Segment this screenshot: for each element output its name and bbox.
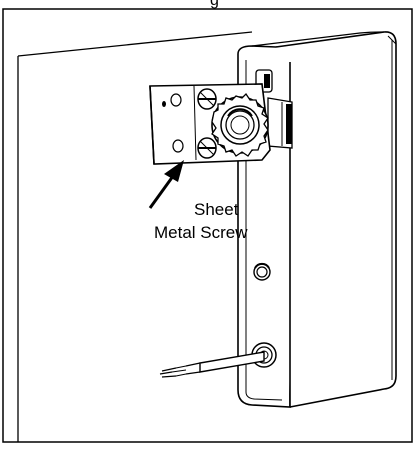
side-hub: [267, 97, 293, 149]
cable-wire: [159, 351, 265, 378]
callout-arrow: [148, 160, 184, 209]
callout-line-1: Sheet: [194, 200, 239, 219]
wall-panel: [17, 31, 253, 442]
callout-label: Sheet Metal Screw: [154, 198, 324, 244]
enclosure-knockout: [253, 262, 271, 281]
top-text-fragment: g: [210, 0, 219, 9]
bracket-screw-bottom: [197, 137, 217, 159]
conduit-connector: [211, 92, 269, 157]
outer-frame: [2, 8, 413, 443]
callout-line-2: Metal Screw: [154, 223, 248, 242]
bracket-screw-top: [197, 88, 217, 110]
